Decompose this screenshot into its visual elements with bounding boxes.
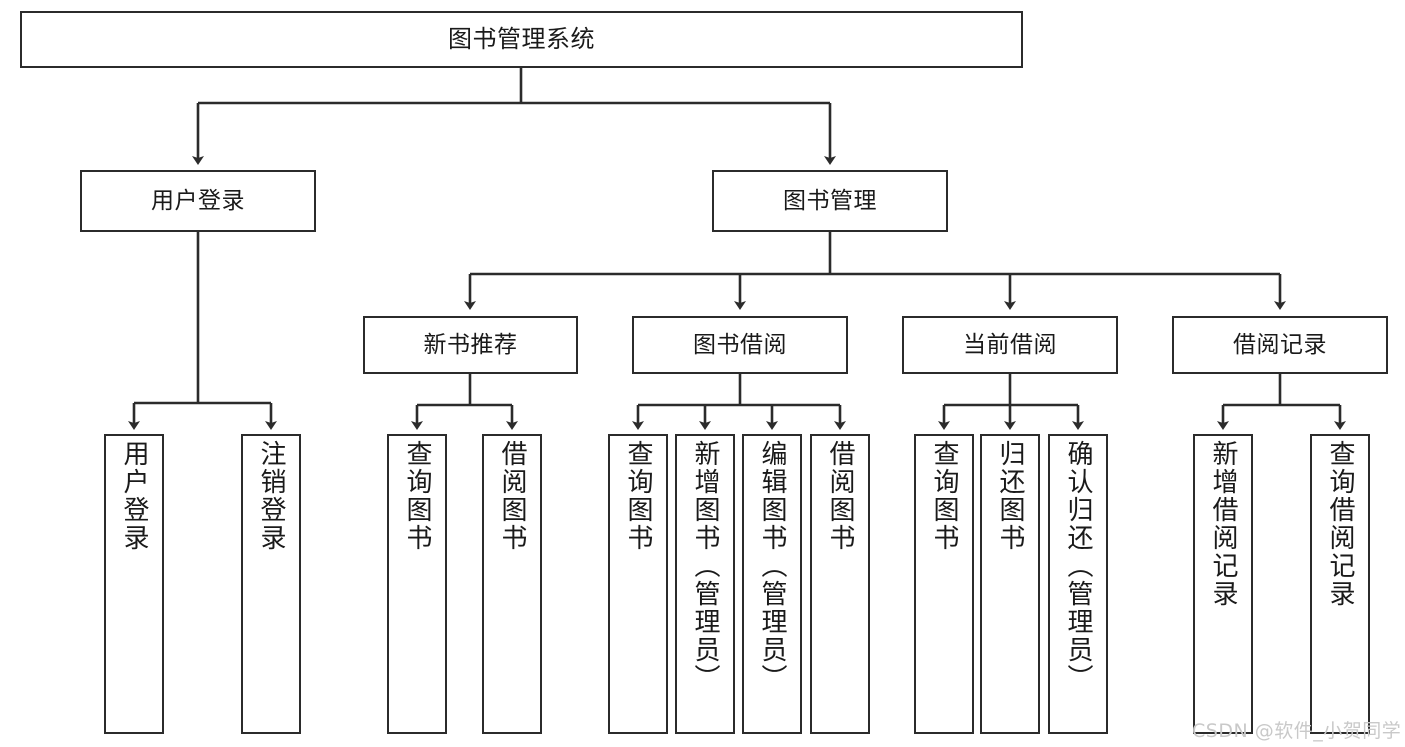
leaf-query-borrow-record[interactable]: 查询借阅记录 [1310,434,1370,734]
leaf-add-borrow-record[interactable]: 新增借阅记录 [1193,434,1253,734]
node-label: 查询图书 [929,440,959,552]
leaf-user-login[interactable]: 用户登录 [104,434,164,734]
leaf-edit-book[interactable]: 编辑图书（管理员） [742,434,802,734]
node-label: 用户登录 [119,440,149,552]
leaf-query-book-recommend[interactable]: 查询图书 [387,434,447,734]
leaf-query-book-borrow[interactable]: 查询图书 [608,434,668,734]
node-current-borrow[interactable]: 当前借阅 [902,316,1118,374]
node-label: 借阅图书 [825,440,855,552]
leaf-logout[interactable]: 注销登录 [241,434,301,734]
node-label: 归还图书 [995,440,1025,552]
node-label: 借阅记录 [1233,331,1327,358]
leaf-borrow-book-recommend[interactable]: 借阅图书 [482,434,542,734]
node-label: 图书借阅 [693,331,787,358]
node-label: 当前借阅 [963,331,1057,358]
node-label: 查询图书 [623,440,653,552]
node-label: 借阅图书 [497,440,527,552]
leaf-add-book[interactable]: 新增图书（管理员） [675,434,735,734]
node-user-login[interactable]: 用户登录 [80,170,316,232]
node-book-borrow[interactable]: 图书借阅 [632,316,848,374]
leaf-confirm-return[interactable]: 确认归还（管理员） [1048,434,1108,734]
node-label: 新增借阅记录 [1208,440,1238,608]
node-label: 确认归还（管理员） [1063,440,1093,692]
node-label: 查询图书 [402,440,432,552]
node-new-book-recommend[interactable]: 新书推荐 [363,316,578,374]
leaf-borrow-book[interactable]: 借阅图书 [810,434,870,734]
node-label: 图书管理系统 [448,24,595,53]
node-label: 图书管理 [783,187,877,214]
leaf-query-book-current[interactable]: 查询图书 [914,434,974,734]
node-borrow-record[interactable]: 借阅记录 [1172,316,1388,374]
node-label: 新书推荐 [423,331,518,358]
leaf-return-book[interactable]: 归还图书 [980,434,1040,734]
node-label: 新增图书（管理员） [690,440,720,692]
node-label: 用户登录 [151,187,245,214]
node-label: 编辑图书（管理员） [757,440,787,692]
node-book-management[interactable]: 图书管理 [712,170,948,232]
csdn-watermark: CSDN @软件_小贺同学 [1192,720,1402,742]
node-label: 查询借阅记录 [1325,440,1355,608]
node-root-system[interactable]: 图书管理系统 [20,11,1023,68]
node-label: 注销登录 [256,440,286,552]
